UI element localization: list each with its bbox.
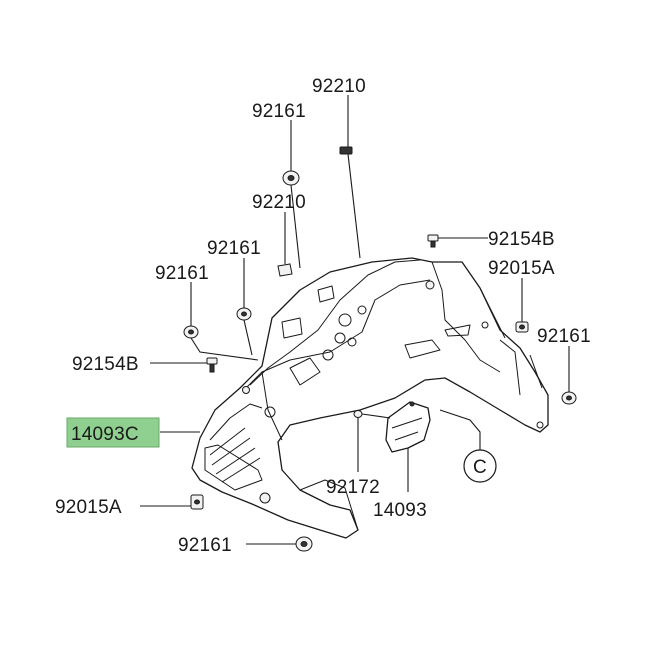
callout-92161-mid: 92161 (207, 238, 261, 259)
screw-92154B-left-icon (206, 357, 218, 373)
hardware (183, 146, 577, 552)
bracket-part-14093 (385, 401, 431, 453)
screw-92172-icon (353, 410, 363, 418)
washer-92161-left-icon (183, 325, 199, 339)
cowling-part-14093C (191, 257, 549, 539)
callouts: 92210 92161 92210 92161 92161 92154B 920… (55, 76, 591, 556)
washer-92161-bottom-icon (295, 536, 313, 552)
nut-92015A-right-icon (515, 321, 529, 333)
reference-c-marker: C (463, 449, 497, 483)
callout-92172: 92172 (326, 477, 380, 498)
callout-14093: 14093 (373, 500, 427, 521)
callout-92154B-left: 92154B (72, 354, 139, 375)
callout-14093C: 14093C (71, 424, 139, 445)
callout-92154B-right: 92154B (488, 229, 555, 250)
callout-92161-top: 92161 (252, 101, 306, 122)
clip-92210-mid-icon (277, 263, 293, 277)
washer-92161-mid-icon (236, 307, 252, 321)
screw-92154B-right-icon (427, 234, 439, 248)
washer-92161-top-icon (282, 170, 300, 186)
reference-c-label: C (473, 457, 487, 478)
callout-92015A-right: 92015A (488, 258, 555, 279)
callout-92161-left: 92161 (155, 263, 209, 284)
callout-92161-bottom: 92161 (178, 535, 232, 556)
callout-92210-mid: 92210 (252, 192, 306, 213)
stud-92210-top-icon (339, 146, 353, 155)
callout-92161-right: 92161 (537, 326, 591, 347)
leader-lines (140, 95, 570, 545)
callout-92210-top: 92210 (312, 76, 366, 97)
washer-92161-right-icon (561, 391, 577, 405)
nut-92015A-bottom-icon (190, 494, 204, 510)
callout-92015A-bottom: 92015A (55, 497, 122, 518)
highlight-14093C (66, 417, 160, 448)
